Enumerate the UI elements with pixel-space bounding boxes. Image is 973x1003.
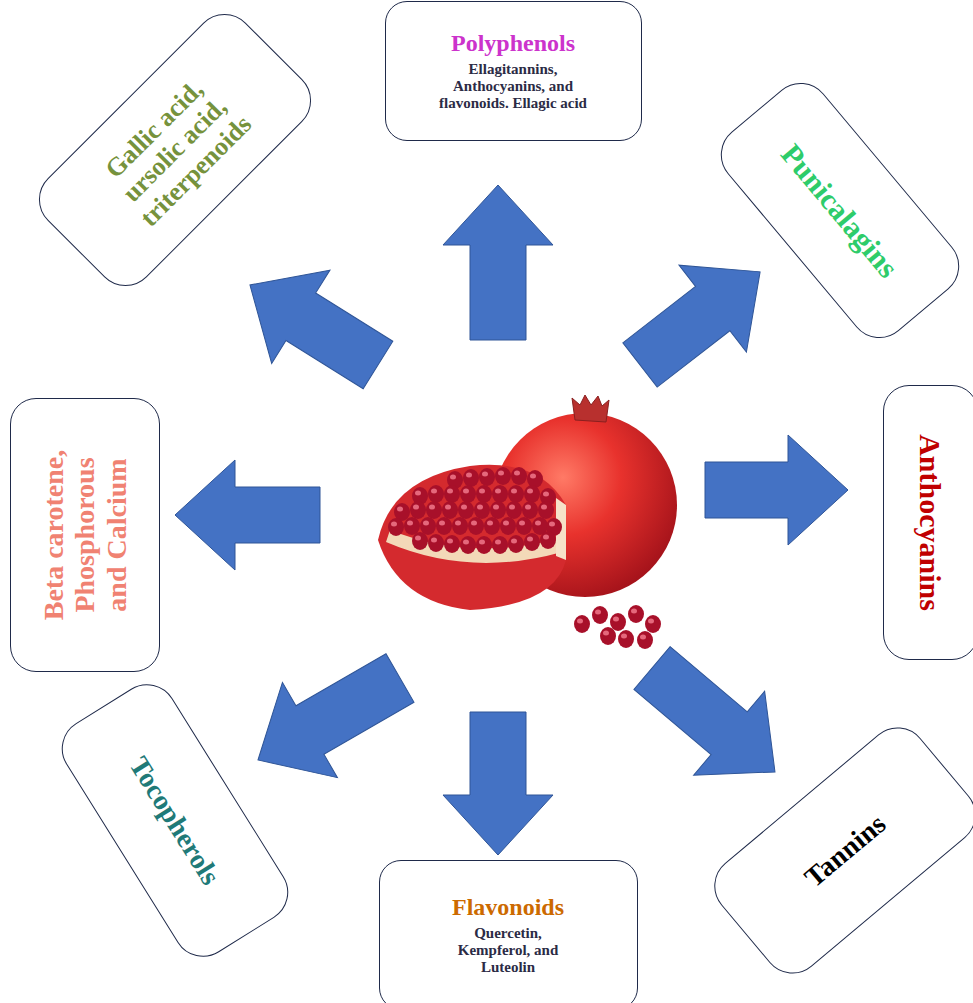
seed xyxy=(460,536,476,554)
seed xyxy=(506,501,522,519)
seed xyxy=(458,501,474,519)
seed xyxy=(500,517,516,535)
seed xyxy=(540,531,556,549)
seed xyxy=(600,627,616,645)
seed xyxy=(484,517,500,535)
fruit-crown xyxy=(572,395,609,422)
seed xyxy=(404,517,420,535)
seed xyxy=(538,501,554,519)
compound-box: Beta carotene, Phosphorous and Calcium xyxy=(10,398,160,672)
seed xyxy=(508,485,524,503)
box-title: Flavonoids xyxy=(452,894,564,921)
seed xyxy=(460,485,476,503)
compound-group-box: FlavonoidsQuercetin, Kempferol, and Lute… xyxy=(379,860,638,1003)
seed xyxy=(524,533,540,551)
compound-box: Gallic acid, ursolic acid, triterpenoids xyxy=(27,2,324,299)
compound-box: Anthocyanins xyxy=(883,385,973,660)
seed xyxy=(618,630,634,648)
box-title: Anthocyanins xyxy=(913,434,947,611)
block-arrow xyxy=(443,185,553,340)
seed xyxy=(508,535,524,553)
box-title: Tocopherols xyxy=(123,750,226,889)
seed xyxy=(610,613,626,631)
seed xyxy=(476,536,492,554)
seed xyxy=(516,517,532,535)
cut-piece-skin xyxy=(378,465,566,610)
block-arrow xyxy=(443,712,553,855)
block-arrow xyxy=(606,228,794,408)
seed xyxy=(492,536,508,554)
seed xyxy=(645,615,661,633)
seed xyxy=(410,501,426,519)
seed xyxy=(428,485,444,503)
compound-box: Tocopherols xyxy=(50,672,299,967)
pomegranate xyxy=(378,395,677,649)
seed xyxy=(522,501,538,519)
seed xyxy=(444,485,460,503)
seed xyxy=(524,485,540,503)
seed xyxy=(412,532,428,550)
block-arrow xyxy=(616,626,810,814)
box-title: Punicalagins xyxy=(775,137,906,284)
seeds xyxy=(388,467,562,554)
loose-seeds xyxy=(574,605,661,649)
box-body: Quercetin, Kempferol, and Luteolin xyxy=(438,925,578,975)
block-arrow xyxy=(175,460,320,570)
seed xyxy=(442,501,458,519)
box-body: Ellagitannins, Anthocyanins, and flavono… xyxy=(431,61,596,111)
seed xyxy=(511,467,527,485)
seed xyxy=(628,605,644,623)
seed xyxy=(574,615,590,633)
seed xyxy=(426,501,442,519)
seed xyxy=(444,535,460,553)
box-title: Beta carotene, Phosphorous and Calcium xyxy=(38,435,132,635)
seed xyxy=(592,606,608,624)
seed xyxy=(479,468,495,486)
compound-group-box: PolyphenolsEllagitannins, Anthocyanins, … xyxy=(385,1,642,141)
block-arrow xyxy=(705,435,848,545)
seed xyxy=(436,517,452,535)
box-title: Tannins xyxy=(798,807,891,892)
seed xyxy=(474,501,490,519)
seed xyxy=(495,467,511,485)
seed xyxy=(452,517,468,535)
seed xyxy=(428,534,444,552)
seed xyxy=(468,517,484,535)
seed xyxy=(420,517,436,535)
seed xyxy=(476,485,492,503)
seed xyxy=(527,470,543,488)
seed xyxy=(637,631,653,649)
box-title: Polyphenols xyxy=(451,30,575,57)
seed xyxy=(492,485,508,503)
block-arrow xyxy=(221,238,407,411)
seed xyxy=(463,469,479,487)
box-title: Gallic acid, ursolic acid, triterpenoids xyxy=(73,48,276,251)
seed xyxy=(388,518,404,536)
seed xyxy=(490,501,506,519)
block-arrows xyxy=(175,185,848,855)
block-arrow xyxy=(230,630,427,807)
